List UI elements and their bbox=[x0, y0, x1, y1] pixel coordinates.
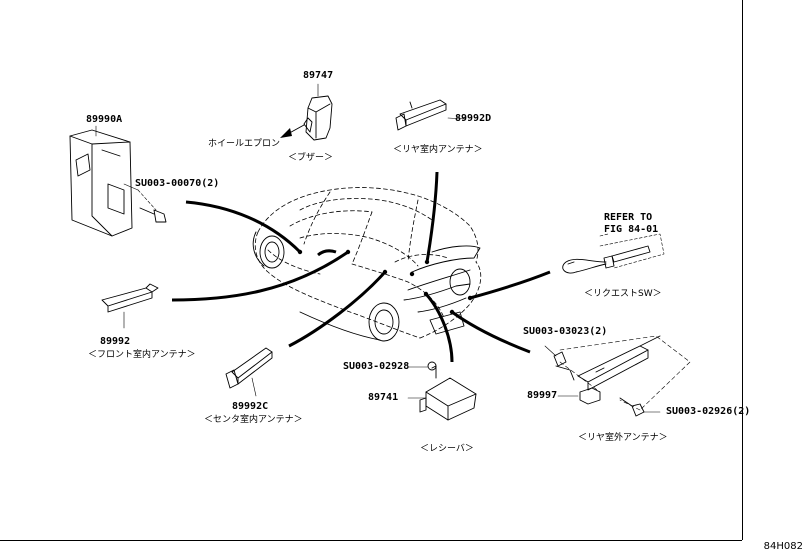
refer-to-line1: REFER TO bbox=[604, 212, 653, 223]
refer-to-line2: FIG 84-01 bbox=[604, 224, 659, 235]
request-switch-part bbox=[562, 245, 651, 274]
part-number-SU003-02926: SU003-02926(2) bbox=[666, 406, 751, 417]
part-number-SU003-00070: SU003-00070(2) bbox=[135, 178, 220, 189]
rear-interior-antenna-part bbox=[395, 99, 467, 131]
part-name-receiver: ＜レシーバ＞ bbox=[420, 444, 474, 454]
bolt-icon bbox=[137, 189, 167, 223]
part-number-89992D: 89992D bbox=[455, 113, 492, 124]
part-number-89997: 89997 bbox=[527, 390, 558, 401]
leader-lines bbox=[171, 171, 551, 363]
ecu-bracket-part bbox=[69, 125, 133, 237]
callout-ticks bbox=[123, 183, 579, 397]
part-name-request-switch: ＜リクエストSW＞ bbox=[584, 289, 662, 299]
receiver-part bbox=[407, 361, 477, 421]
figure-code: 84H082 bbox=[763, 541, 803, 552]
rear-antenna-dashed-box bbox=[559, 335, 691, 411]
frame-bottom-border bbox=[0, 540, 742, 541]
part-number-89741: 89741 bbox=[368, 392, 399, 403]
part-number-SU003-02928: SU003-02928 bbox=[343, 361, 410, 372]
part-note-wheel-apron: ホイールエプロン bbox=[208, 139, 281, 149]
part-name-buzzer: ＜ブザー＞ bbox=[288, 153, 334, 163]
refer-dashed-box bbox=[599, 233, 665, 269]
car-body-lines bbox=[252, 231, 481, 341]
center-interior-antenna-part bbox=[225, 347, 273, 397]
part-number-89992C: 89992C bbox=[232, 401, 269, 412]
part-number-89992: 89992 bbox=[100, 336, 131, 347]
part-name-rear-exterior-antenna: ＜リヤ室外アンテナ＞ bbox=[578, 433, 668, 443]
frame-right-border bbox=[742, 0, 743, 540]
part-name-center-interior-antenna: ＜センタ室内アンテナ＞ bbox=[204, 415, 303, 425]
part-name-front-interior-antenna: ＜フロント室内アンテナ＞ bbox=[88, 350, 196, 360]
car-wheels bbox=[259, 235, 471, 342]
bolt-icon bbox=[619, 397, 661, 417]
part-name-rear-interior-antenna: ＜リヤ室内アンテナ＞ bbox=[393, 145, 483, 155]
front-interior-antenna-part bbox=[101, 283, 159, 329]
part-number-89990A: 89990A bbox=[86, 114, 123, 125]
part-number-SU003-03023: SU003-03023(2) bbox=[523, 326, 608, 337]
rear-exterior-antenna-part bbox=[544, 335, 661, 405]
arrow-icon bbox=[280, 124, 305, 138]
buzzer-part bbox=[303, 83, 333, 141]
car-mount-points bbox=[297, 249, 473, 315]
part-number-89747: 89747 bbox=[303, 70, 334, 81]
